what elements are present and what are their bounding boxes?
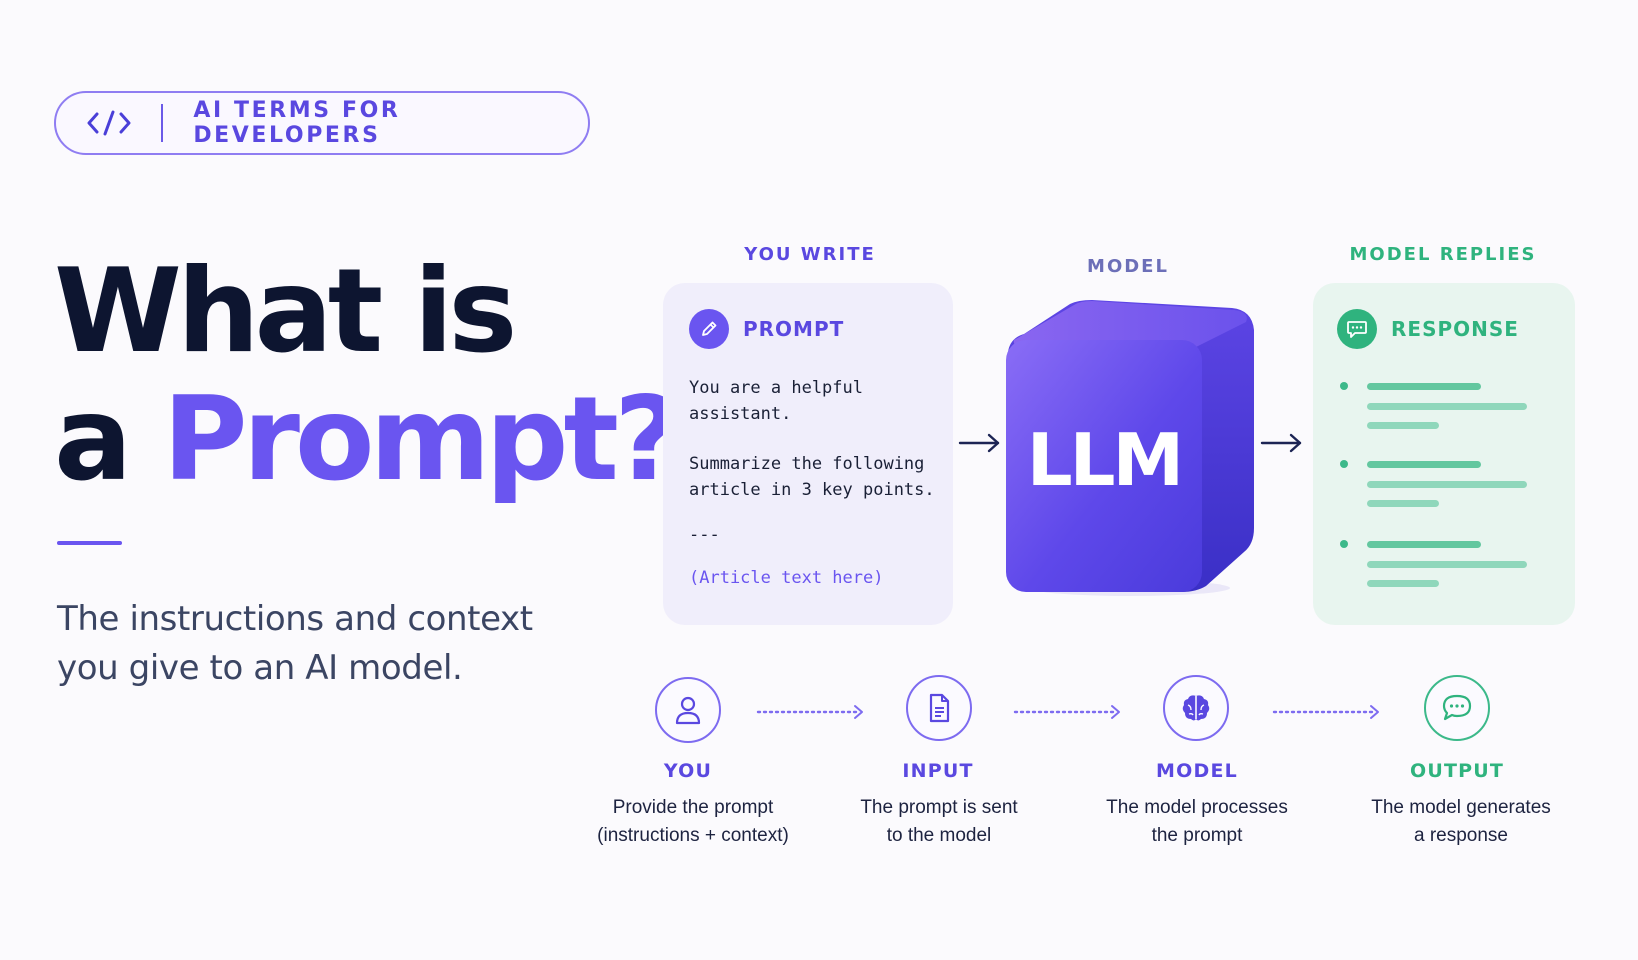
subtitle-line-2: you give to an AI model. bbox=[57, 648, 463, 688]
bullet-dot bbox=[1340, 540, 1348, 548]
step-desc-model: The model processes the prompt bbox=[1077, 794, 1317, 850]
dotted-arrow-icon bbox=[1272, 705, 1379, 719]
brain-icon bbox=[1163, 675, 1229, 741]
prompt-line-1: You are a helpful bbox=[689, 378, 863, 398]
text-line-placeholder bbox=[1367, 561, 1527, 568]
dotted-arrow-icon bbox=[1013, 705, 1120, 719]
prompt-card-title: PROMPT bbox=[743, 317, 845, 341]
step-desc-input: The prompt is sent to the model bbox=[819, 794, 1059, 850]
subtitle: The instructions and context you give to… bbox=[57, 595, 577, 693]
page-title: What is a Prompt? bbox=[54, 248, 682, 507]
text-line-placeholder bbox=[1367, 541, 1481, 548]
subtitle-line-1: The instructions and context bbox=[57, 599, 533, 639]
user-icon bbox=[655, 677, 721, 743]
step-title-you: YOU bbox=[663, 760, 713, 782]
prompt-separator: --- bbox=[689, 525, 720, 545]
text-line-placeholder bbox=[1367, 383, 1481, 390]
title-line-1: What is bbox=[54, 244, 517, 379]
text-line-placeholder bbox=[1367, 580, 1439, 587]
title-underline bbox=[57, 541, 122, 545]
step-title-model: MODEL bbox=[1156, 760, 1238, 782]
tag-divider bbox=[161, 104, 164, 142]
step-desc-line: The prompt is sent bbox=[860, 797, 1018, 818]
prompt-line-3: Summarize the following bbox=[689, 454, 925, 474]
step-desc-line: the prompt bbox=[1151, 825, 1243, 846]
step-desc-line: (instructions + context) bbox=[597, 825, 789, 846]
step-desc-line: The model generates bbox=[1371, 797, 1551, 818]
response-card: RESPONSE bbox=[1313, 283, 1575, 625]
chat-bubble-icon bbox=[1337, 309, 1377, 349]
step-title-input: INPUT bbox=[902, 760, 974, 782]
step-title-output: OUTPUT bbox=[1409, 760, 1505, 782]
section-label-model: MODEL bbox=[1087, 256, 1169, 277]
section-label-you-write: YOU WRITE bbox=[744, 244, 876, 265]
arrow-right-icon bbox=[958, 433, 1000, 453]
step-desc-line: The model processes bbox=[1106, 797, 1288, 818]
bullet-dot bbox=[1340, 382, 1348, 390]
arrow-right-icon bbox=[1260, 433, 1302, 453]
section-label-model-replies: MODEL REPLIES bbox=[1349, 244, 1537, 265]
step-desc-line: Provide the prompt bbox=[612, 797, 774, 818]
response-card-title: RESPONSE bbox=[1391, 317, 1519, 341]
prompt-line-4: article in 3 key points. bbox=[689, 480, 935, 500]
llm-cube: LLM bbox=[1006, 300, 1254, 596]
code-icon bbox=[56, 109, 161, 137]
title-line-2-plain: a bbox=[54, 372, 163, 507]
step-desc-output: The model generates a response bbox=[1341, 794, 1581, 850]
prompt-line-2: assistant. bbox=[689, 404, 792, 424]
document-icon bbox=[906, 675, 972, 741]
tag-label: AI TERMS FOR DEVELOPERS bbox=[193, 98, 401, 148]
step-desc-you: Provide the prompt (instructions + conte… bbox=[573, 794, 813, 850]
text-line-placeholder bbox=[1367, 481, 1527, 488]
prompt-placeholder: (Article text here) bbox=[689, 568, 884, 588]
pencil-icon bbox=[689, 309, 729, 349]
text-line-placeholder bbox=[1367, 461, 1481, 468]
chat-bubble-icon bbox=[1424, 675, 1490, 741]
title-line-2-accent: Prompt? bbox=[162, 372, 682, 507]
text-line-placeholder bbox=[1367, 500, 1439, 507]
llm-label: LLM bbox=[1027, 418, 1181, 502]
bullet-dot bbox=[1340, 460, 1348, 468]
text-line-placeholder bbox=[1367, 403, 1527, 410]
step-desc-line: to the model bbox=[886, 825, 992, 846]
text-line-placeholder bbox=[1367, 422, 1439, 429]
prompt-card: PROMPT You are a helpful assistant. Summ… bbox=[663, 283, 953, 625]
dotted-arrow-icon bbox=[756, 705, 863, 719]
topic-tag: AI TERMS FOR DEVELOPERS bbox=[54, 91, 590, 155]
step-desc-line: a response bbox=[1413, 825, 1508, 846]
